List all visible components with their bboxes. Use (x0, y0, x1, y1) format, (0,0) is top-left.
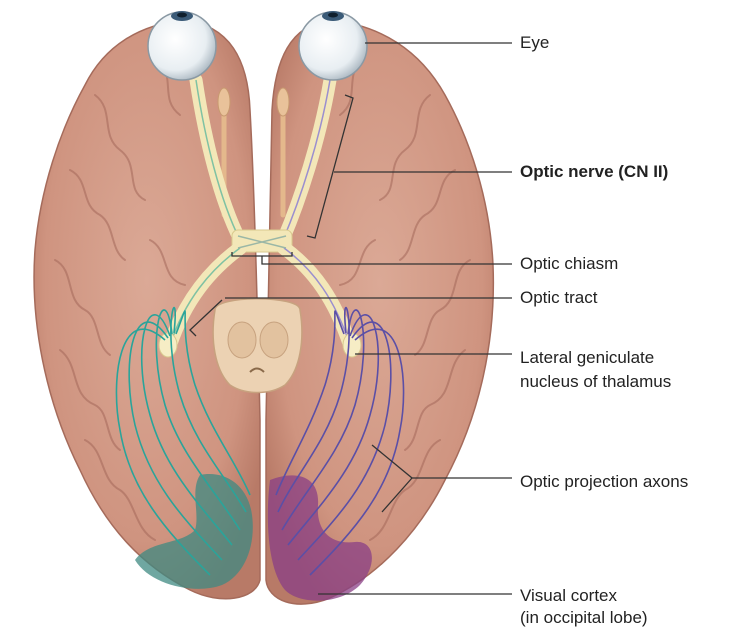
label-optic-tract: Optic tract (520, 287, 597, 308)
brainstem (213, 299, 302, 393)
label-optic-chiasm: Optic chiasm (520, 253, 618, 274)
label-visual-cortex-line2: (in occipital lobe) (520, 607, 648, 628)
label-visual-cortex-line1: Visual cortex (520, 585, 617, 606)
eyeballs (148, 11, 367, 80)
label-projection-axons: Optic projection axons (520, 471, 688, 492)
label-lgn-line2: nucleus of thalamus (520, 371, 671, 392)
label-lgn-line1: Lateral geniculate (520, 347, 654, 368)
label-optic-nerve: Optic nerve (CN II) (520, 161, 668, 182)
label-eye: Eye (520, 32, 549, 53)
